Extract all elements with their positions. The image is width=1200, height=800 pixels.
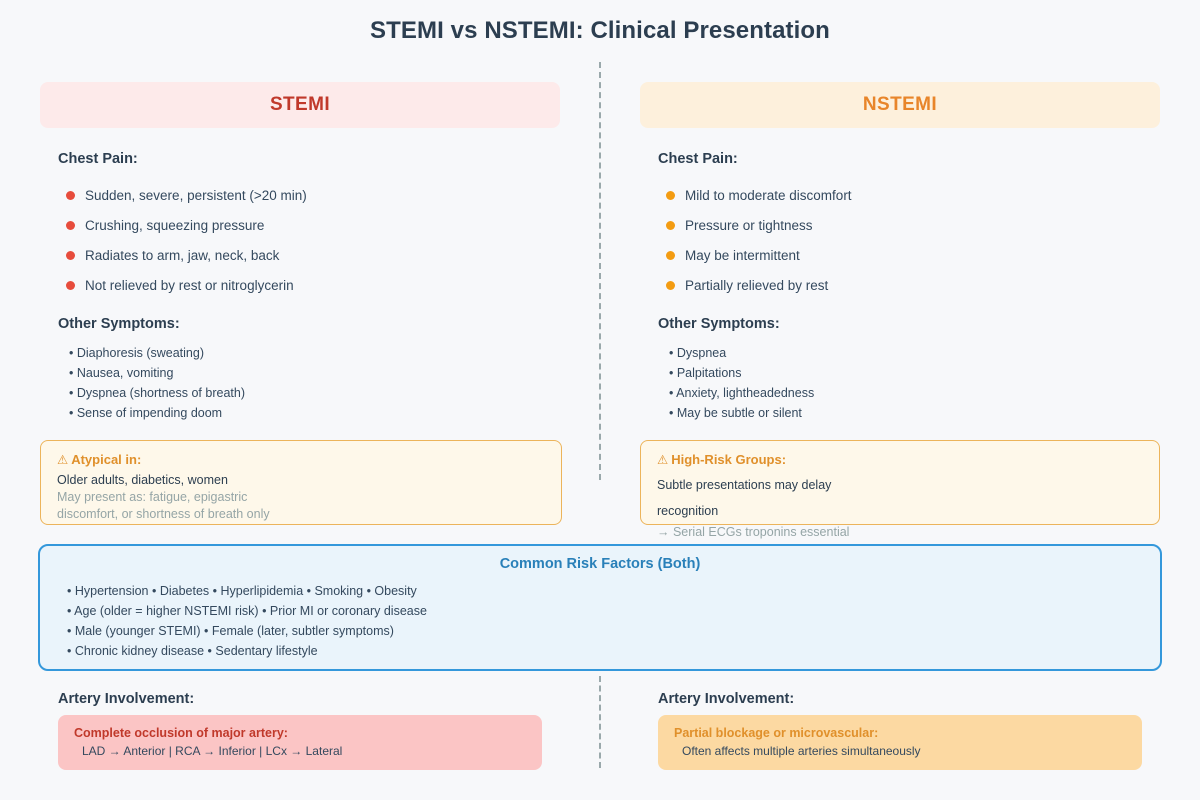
list-item: • Nausea, vomiting <box>69 366 174 380</box>
other-symptoms-list-nstemi: • Dyspnea • Palpitations • Anxiety, ligh… <box>669 343 1149 423</box>
common-risk-factors-panel: Common Risk Factors (Both) • Hypertensio… <box>38 544 1162 671</box>
list-item: Pressure or tightness <box>658 215 1158 245</box>
chest-pain-list-nstemi: Mild to moderate discomfort Pressure or … <box>658 185 1158 305</box>
list-item: Not relieved by rest or nitroglycerin <box>58 275 558 305</box>
list-item: Mild to moderate discomfort <box>658 185 1158 215</box>
warning-triangle-icon: ⚠ <box>657 453 669 467</box>
column-header-stemi: STEMI <box>40 82 560 128</box>
callout-atypical-stemi: ⚠Atypical in: Older adults, diabetics, w… <box>40 440 562 525</box>
list-item: • May be subtle or silent <box>669 406 802 420</box>
list-item: Sudden, severe, persistent (>20 min) <box>58 185 558 215</box>
callout-title-text: High-Risk Groups: <box>671 452 787 467</box>
list-item: • Dyspnea (shortness of breath) <box>69 386 245 400</box>
heading-other-symptoms-stemi: Other Symptoms: <box>58 316 180 332</box>
list-item: • Chronic kidney disease • Sedentary lif… <box>67 644 318 658</box>
artery-box-nstemi: Partial blockage or microvascular: Often… <box>658 715 1142 770</box>
list-item: • Male (younger STEMI) • Female (later, … <box>67 624 394 638</box>
list-item: • Age (older = higher NSTEMI risk) • Pri… <box>67 604 427 618</box>
callout-title-row: ⚠Atypical in: <box>57 452 545 467</box>
callout-sub-text-line2: discomfort, or shortness of breath only <box>57 507 270 521</box>
list-item: • Dyspnea <box>669 346 727 360</box>
callout-main-text-line2: recognition <box>657 504 719 518</box>
heading-chest-pain-stemi: Chest Pain: <box>58 151 138 167</box>
column-divider-top <box>599 62 601 480</box>
heading-other-symptoms-nstemi: Other Symptoms: <box>658 316 780 332</box>
page-title: STEMI vs NSTEMI: Clinical Presentation <box>370 17 830 44</box>
artery-box-detail: LAD → Anterior | RCA → Inferior | LCx → … <box>82 744 343 758</box>
list-item: • Diaphoresis (sweating) <box>69 346 204 360</box>
heading-artery-involvement-nstemi: Artery Involvement: <box>658 691 795 707</box>
list-item: • Palpitations <box>669 366 742 380</box>
callout-sub-text-line1: May present as: fatigue, epigastric <box>57 490 248 504</box>
callout-main-text-line1: Subtle presentations may delay <box>657 478 832 492</box>
callout-title-text: Atypical in: <box>71 452 142 467</box>
artery-box-detail: Often affects multiple arteries simultan… <box>682 744 921 758</box>
callout-high-risk-nstemi: ⚠High-Risk Groups: Subtle presentations … <box>640 440 1160 539</box>
heading-chest-pain-nstemi: Chest Pain: <box>658 151 738 167</box>
column-divider-bottom <box>599 676 601 768</box>
artery-box-title: Complete occlusion of major artery: <box>74 726 288 740</box>
column-header-nstemi: NSTEMI <box>640 82 1160 128</box>
list-item: Crushing, squeezing pressure <box>58 215 558 245</box>
heading-artery-involvement-stemi: Artery Involvement: <box>58 691 195 707</box>
risk-panel-title: Common Risk Factors (Both) <box>499 556 701 572</box>
list-item: • Hypertension • Diabetes • Hyperlipidem… <box>67 584 417 598</box>
artery-box-title: Partial blockage or microvascular: <box>674 726 879 740</box>
callout-main-text: Older adults, diabetics, women <box>57 473 228 487</box>
list-item: • Anxiety, lightheadedness <box>669 386 815 400</box>
risk-factors-list: • Hypertension • Diabetes • Hyperlipidem… <box>40 581 1160 661</box>
list-item: • Sense of impending doom <box>69 406 223 420</box>
list-item: Partially relieved by rest <box>658 275 1158 305</box>
artery-box-stemi: Complete occlusion of major artery: LAD … <box>58 715 542 770</box>
other-symptoms-list-stemi: • Diaphoresis (sweating) • Nausea, vomit… <box>69 343 549 423</box>
list-item: May be intermittent <box>658 245 1158 275</box>
list-item: Radiates to arm, jaw, neck, back <box>58 245 558 275</box>
callout-sub-text: → Serial ECGs troponins essential <box>657 525 850 539</box>
callout-title-row: ⚠High-Risk Groups: <box>657 452 1143 467</box>
warning-triangle-icon: ⚠ <box>57 453 69 467</box>
chest-pain-list-stemi: Sudden, severe, persistent (>20 min) Cru… <box>58 185 558 305</box>
